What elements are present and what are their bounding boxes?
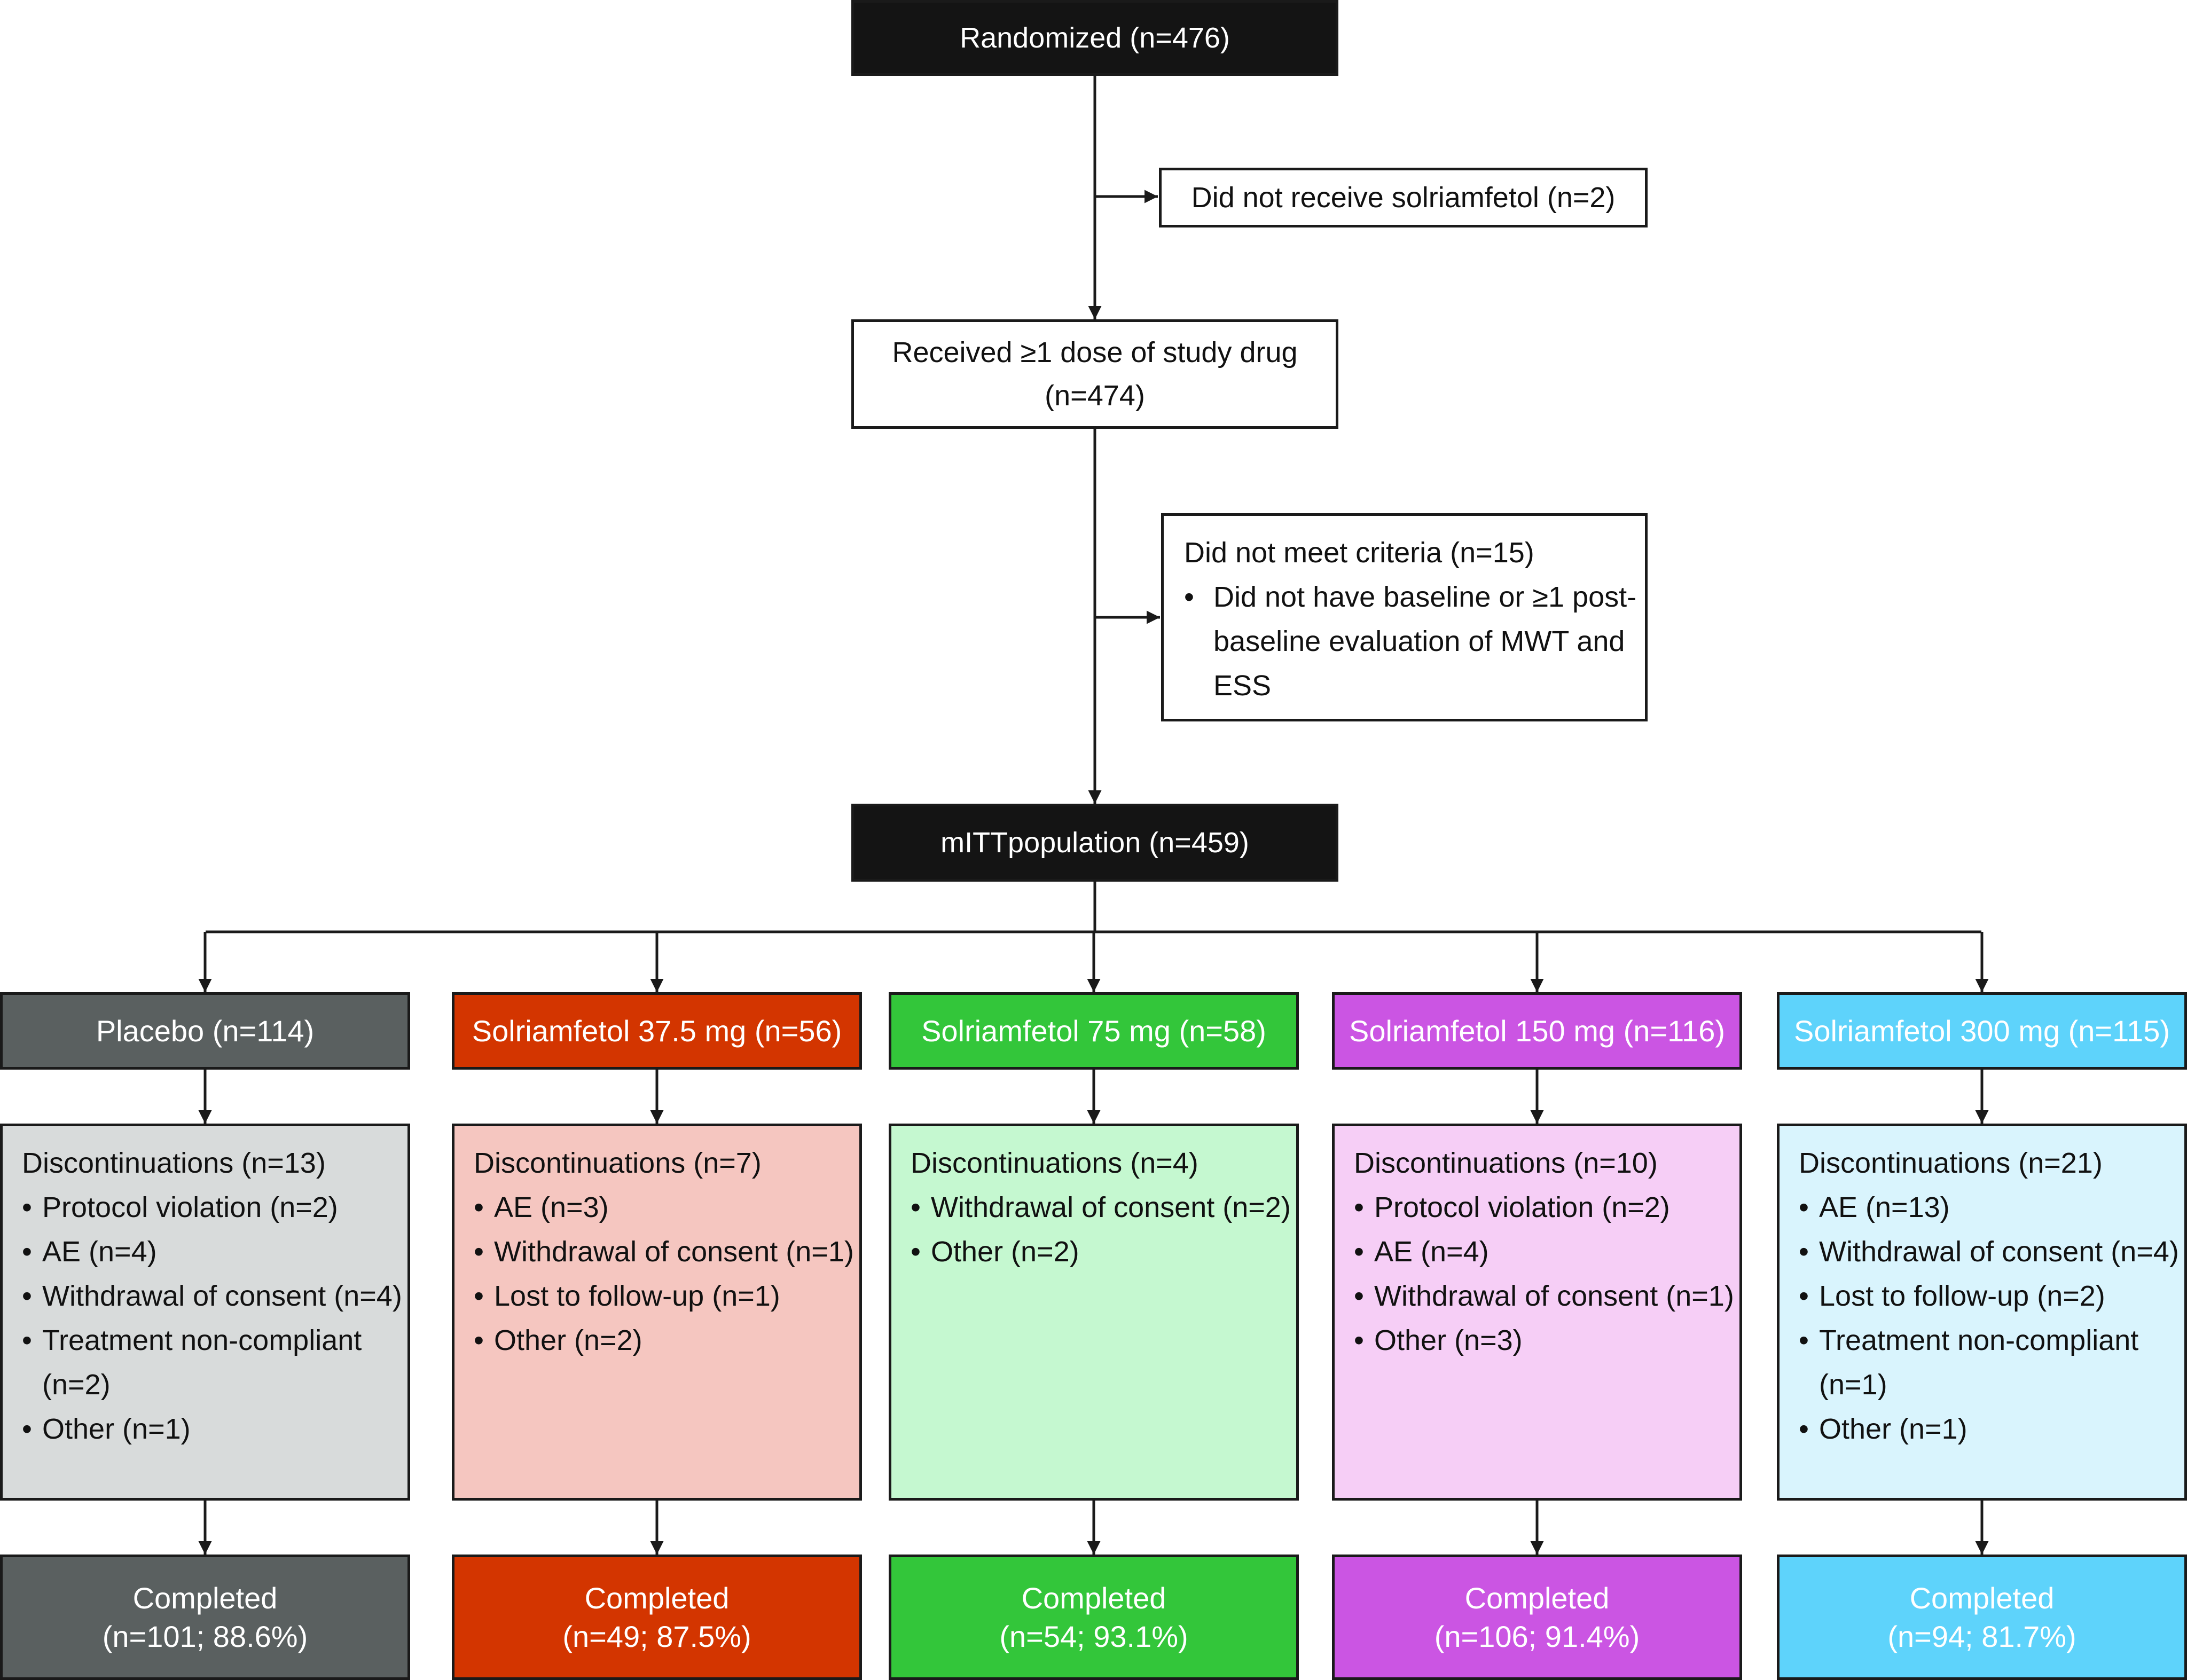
excluded-dose-label: Did not receive solriamfetol (n=2) [1191, 181, 1616, 214]
arm-name: Placebo (n=114) [96, 1014, 315, 1048]
arm-header-4: Solriamfetol 300 mg (n=115) [1777, 992, 2187, 1070]
arm-name: Solriamfetol 37.5 mg (n=56) [472, 1014, 842, 1048]
discontinuation-reason: Withdrawal of consent (n=1) [474, 1230, 859, 1274]
discontinuation-reasons: Withdrawal of consent (n=2)Other (n=2) [911, 1186, 1296, 1274]
discontinuation-reasons: AE (n=13)Withdrawal of consent (n=4)Lost… [1799, 1186, 2184, 1451]
completed-label: Completed [1021, 1581, 1166, 1615]
criteria-bullet: Did not have baseline or ≥1 post-baselin… [1184, 575, 1641, 708]
completed-value: (n=49; 87.5%) [562, 1619, 751, 1653]
discontinuation-reason: Other (n=3) [1354, 1318, 1739, 1363]
discontinuation-reasons: Protocol violation (n=2)AE (n=4)Withdraw… [22, 1186, 407, 1451]
completed-value: (n=94; 81.7%) [1887, 1619, 2076, 1653]
discontinuation-reason: Protocol violation (n=2) [1354, 1186, 1739, 1230]
discontinuation-reason: Other (n=1) [1799, 1407, 2184, 1451]
discontinuation-reason: Withdrawal of consent (n=2) [911, 1186, 1296, 1230]
completed-value: (n=54; 93.1%) [999, 1619, 1188, 1653]
discontinuations-title: Discontinuations (n=4) [911, 1147, 1198, 1179]
discontinuation-reason: Other (n=1) [22, 1407, 407, 1451]
discontinuation-reason: Other (n=2) [474, 1318, 859, 1363]
discontinuation-reason: Other (n=2) [911, 1230, 1296, 1274]
discontinuations-box-3: Discontinuations (n=10) Protocol violatio… [1332, 1124, 1742, 1501]
completed-label: Completed [1909, 1581, 2055, 1615]
discontinuations-box-4: Discontinuations (n=21) AE (n=13)Withdraw… [1777, 1124, 2187, 1501]
discontinuations-box-1: Discontinuations (n=7) AE (n=3)Withdrawal… [452, 1124, 862, 1501]
completed-box-4: Completed (n=94; 81.7%) [1777, 1555, 2187, 1680]
completed-label: Completed [584, 1581, 730, 1615]
arm-header-1: Solriamfetol 37.5 mg (n=56) [452, 992, 862, 1070]
discontinuation-reason: Lost to follow-up (n=1) [474, 1274, 859, 1318]
discontinuations-title: Discontinuations (n=10) [1354, 1147, 1658, 1179]
completed-label: Completed [132, 1581, 278, 1615]
discontinuations-title: Discontinuations (n=13) [22, 1147, 326, 1179]
discontinuation-reason: AE (n=3) [474, 1186, 859, 1230]
arm-name: Solriamfetol 300 mg (n=115) [1794, 1014, 2170, 1048]
completed-value: (n=101; 88.6%) [102, 1619, 308, 1653]
discontinuations-box-0: Discontinuations (n=13) Protocol violatio… [0, 1124, 410, 1501]
completed-value: (n=106; 91.4%) [1434, 1619, 1640, 1653]
discontinuation-reason: Treatment non-compliant (n=2) [22, 1318, 407, 1407]
discontinuations-title: Discontinuations (n=7) [474, 1147, 762, 1179]
discontinuation-reason: Withdrawal of consent (n=4) [22, 1274, 407, 1318]
completed-label: Completed [1464, 1581, 1610, 1615]
received-dose-line2: (n=474) [1045, 379, 1145, 412]
arm-name: Solriamfetol 75 mg (n=58) [921, 1014, 1266, 1048]
discontinuation-reason: Lost to follow-up (n=2) [1799, 1274, 2184, 1318]
discontinuation-reason: AE (n=13) [1799, 1186, 2184, 1230]
excluded-dose-box: Did not receive solriamfetol (n=2) [1159, 168, 1648, 227]
discontinuation-reason: Protocol violation (n=2) [22, 1186, 407, 1230]
completed-box-0: Completed (n=101; 88.6%) [0, 1555, 410, 1680]
criteria-title: Did not meet criteria (n=15) [1184, 537, 1534, 569]
discontinuation-reason: Treatment non-compliant (n=1) [1799, 1318, 2184, 1407]
completed-box-2: Completed (n=54; 93.1%) [889, 1555, 1299, 1680]
mitt-population-label: mITTpopulation (n=459) [940, 826, 1249, 859]
discontinuation-reasons: AE (n=3)Withdrawal of consent (n=1)Lost … [474, 1186, 859, 1363]
arm-header-2: Solriamfetol 75 mg (n=58) [889, 992, 1299, 1070]
received-dose-line1: Received ≥1 dose of study drug [892, 336, 1298, 368]
received-dose-box: Received ≥1 dose of study drug (n=474) [851, 319, 1338, 429]
randomized-label: Randomized (n=476) [960, 21, 1230, 54]
discontinuations-title: Discontinuations (n=21) [1799, 1147, 2103, 1179]
completed-box-3: Completed (n=106; 91.4%) [1332, 1555, 1742, 1680]
criteria-box: Did not meet criteria (n=15) Did not hav… [1161, 513, 1648, 721]
discontinuations-box-2: Discontinuations (n=4) Withdrawal of cons… [889, 1124, 1299, 1501]
discontinuation-reason: Withdrawal of consent (n=1) [1354, 1274, 1739, 1318]
discontinuation-reason: AE (n=4) [22, 1230, 407, 1274]
discontinuation-reason: Withdrawal of consent (n=4) [1799, 1230, 2184, 1274]
arm-header-3: Solriamfetol 150 mg (n=116) [1332, 992, 1742, 1070]
mitt-population-box: mITTpopulation (n=459) [851, 804, 1338, 882]
randomized-box: Randomized (n=476) [851, 0, 1338, 76]
arm-header-0: Placebo (n=114) [0, 992, 410, 1070]
discontinuation-reason: AE (n=4) [1354, 1230, 1739, 1274]
arm-name: Solriamfetol 150 mg (n=116) [1349, 1014, 1725, 1048]
completed-box-1: Completed (n=49; 87.5%) [452, 1555, 862, 1680]
discontinuation-reasons: Protocol violation (n=2)AE (n=4)Withdraw… [1354, 1186, 1739, 1363]
